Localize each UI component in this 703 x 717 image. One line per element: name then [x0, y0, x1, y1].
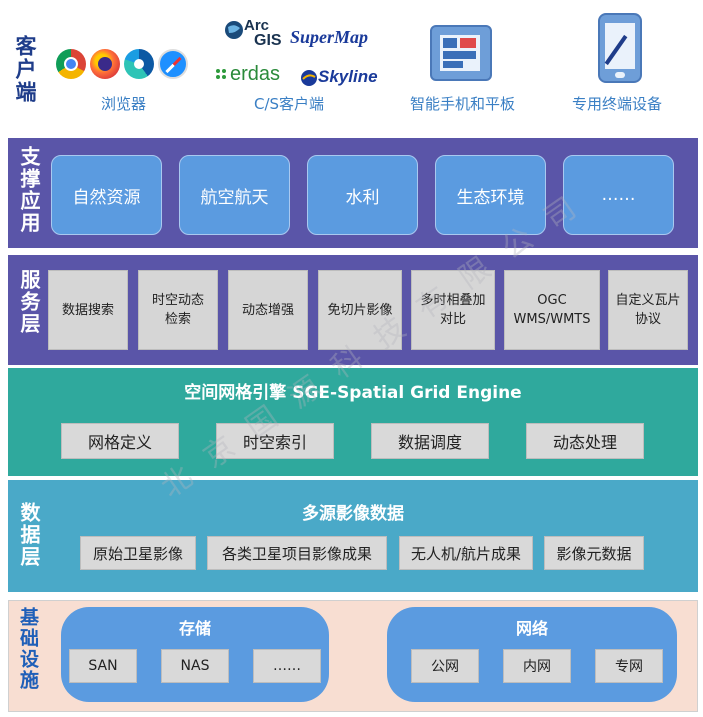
app-natural-resources: 自然资源 [51, 155, 162, 235]
client-band: 客户端 浏览器 Arc GIS SuperMap erdas Skyline C… [8, 5, 698, 125]
support-app-title: 支撑应用 [17, 146, 41, 234]
erdas-text: erdas [230, 63, 281, 85]
service-layer: 服务层 数据搜索 时空动态 检索 动态增强 免切片影像 多时相叠加 对比 OGC… [8, 255, 698, 365]
storage-san: SAN [69, 649, 137, 683]
grid-definition: 网格定义 [61, 423, 179, 459]
support-app-layer: 支撑应用 自然资源 航空航天 水利 生态环境 …… [8, 138, 698, 248]
svc-spatiotemporal-search: 时空动态 检索 [138, 270, 218, 350]
data-layer: 数据层 多源影像数据 原始卫星影像 各类卫星项目影像成果 无人机/航片成果 影像… [8, 480, 698, 592]
arcgis-arc-text: Arc [244, 17, 270, 34]
app-water-conservancy: 水利 [307, 155, 418, 235]
terminal-device-icon [598, 13, 642, 83]
skyline-text: Skyline [318, 67, 378, 86]
browser-caption: 浏览器 [101, 95, 147, 113]
storage-nas: NAS [161, 649, 229, 683]
infrastructure-layer: 基础设施 存储 SAN NAS …… 网络 公网 内网 专网 [8, 600, 698, 712]
supermap-logo: SuperMap [290, 27, 369, 47]
svc-dynamic-enhance: 动态增强 [228, 270, 308, 350]
data-layer-title: 数据层 [17, 502, 41, 568]
network-group: 网络 公网 内网 专网 [387, 607, 677, 702]
safari-icon [158, 49, 188, 79]
data-layer-subtitle: 多源影像数据 [302, 504, 404, 524]
storage-title: 存储 [178, 619, 211, 638]
infrastructure-title: 基础设施 [17, 607, 39, 691]
network-title: 网络 [515, 619, 548, 638]
service-layer-title: 服务层 [17, 269, 41, 335]
imagery-metadata: 影像元数据 [544, 536, 644, 570]
firefox-icon [90, 49, 120, 79]
arcgis-logo: Arc GIS [224, 17, 284, 51]
app-more: …… [563, 155, 674, 235]
app-aerospace: 航空航天 [179, 155, 290, 235]
erdas-dots-icon [216, 69, 226, 79]
satellite-project-results: 各类卫星项目影像成果 [207, 536, 387, 570]
erdas-logo: erdas [214, 63, 294, 89]
skyline-globe-icon [301, 70, 317, 86]
arcgis-gis-text: GIS [254, 32, 282, 49]
dynamic-processing: 动态处理 [526, 423, 644, 459]
uav-aerial-results: 无人机/航片成果 [399, 536, 533, 570]
raw-satellite-imagery: 原始卫星影像 [80, 536, 196, 570]
storage-more: …… [253, 649, 321, 683]
tablet-icon [430, 25, 492, 81]
svc-multi-temporal: 多时相叠加 对比 [411, 270, 495, 350]
skyline-logo: Skyline [300, 67, 380, 93]
svc-ogc: OGC WMS/WMTS [504, 270, 600, 350]
grid-engine-title: 空间网格引擎 SGE-Spatial Grid Engine [184, 383, 522, 403]
svc-tile-free-imagery: 免切片影像 [318, 270, 402, 350]
grid-engine-layer: 空间网格引擎 SGE-Spatial Grid Engine 网格定义 时空索引… [8, 368, 698, 476]
network-private: 专网 [595, 649, 663, 683]
cs-client-caption: C/S客户端 [254, 95, 325, 113]
network-intranet: 内网 [503, 649, 571, 683]
storage-group: 存储 SAN NAS …… [61, 607, 329, 702]
data-scheduling: 数据调度 [371, 423, 489, 459]
mobile-caption: 智能手机和平板 [410, 95, 516, 113]
app-ecology: 生态环境 [435, 155, 546, 235]
edge-icon [124, 49, 154, 79]
network-public: 公网 [411, 649, 479, 683]
terminal-caption: 专用终端设备 [572, 95, 663, 113]
spatiotemporal-index: 时空索引 [216, 423, 334, 459]
globe-icon [225, 21, 243, 39]
svc-data-search: 数据搜索 [48, 270, 128, 350]
client-title: 客户端 [13, 35, 37, 104]
svc-custom-tile: 自定义瓦片 协议 [608, 270, 688, 350]
chrome-icon [56, 49, 86, 79]
